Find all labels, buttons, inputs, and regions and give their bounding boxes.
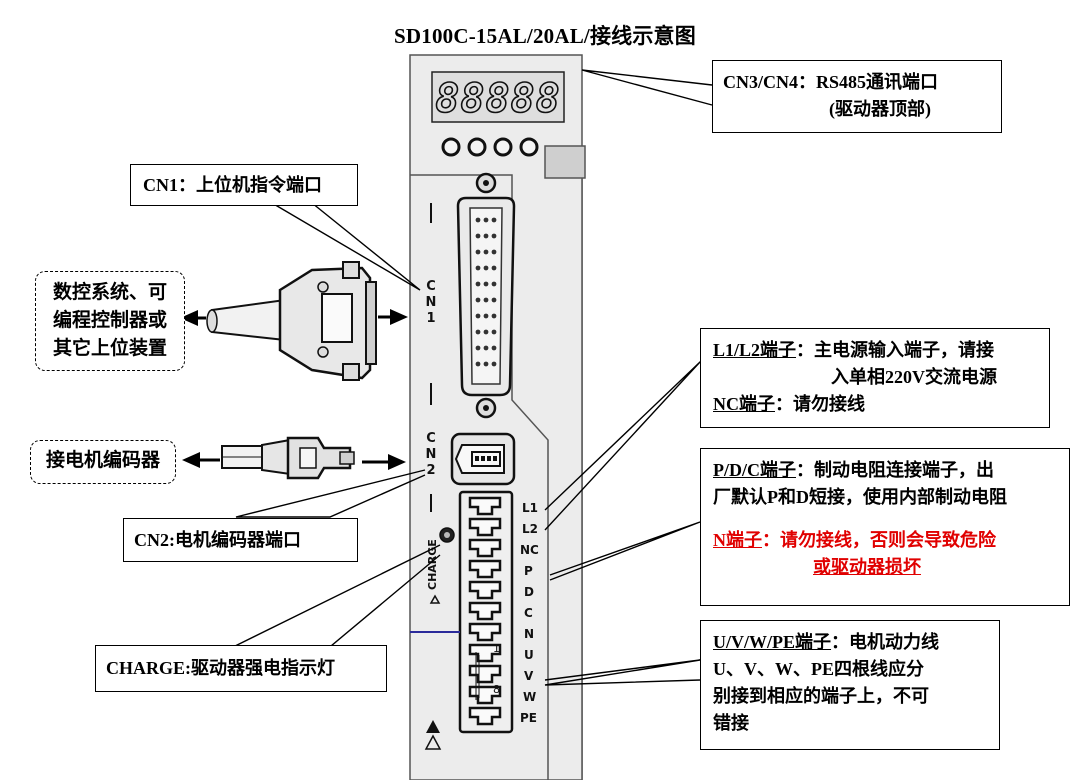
svg-text:U: U	[524, 648, 534, 662]
cn1-callout: CN1：上位机指令端口	[130, 164, 358, 206]
svg-text:C: C	[426, 279, 436, 294]
charge-callout: CHARGE:驱动器强电指示灯	[95, 645, 387, 692]
cn2-connector	[450, 432, 516, 486]
svg-text:N: N	[426, 447, 437, 462]
controller-device-box: 数控系统、可 编程控制器或 其它上位装置	[35, 271, 185, 371]
encoder-device-box: 接电机编码器	[30, 440, 176, 484]
svg-text:C: C	[524, 606, 533, 620]
power-terminal-block: 1 8	[458, 490, 514, 734]
leader-lines	[224, 69, 713, 686]
p-d-c-n-callout: P/D/C端子：制动电阻连接端子，出 厂默认P和D短接，使用内部制动电阻 N端子…	[700, 448, 1070, 606]
panel-button-3[interactable]	[493, 137, 513, 157]
panel-button-4[interactable]	[519, 137, 539, 157]
cn2-callout: CN2:电机编码器端口	[123, 518, 358, 562]
svg-text:2: 2	[426, 463, 435, 478]
svg-text:C: C	[426, 431, 436, 446]
arrow-right-icon	[388, 454, 406, 470]
led-display	[431, 71, 565, 123]
terminal-labels: L1 L2 NC P D C N U V W PE	[520, 501, 539, 725]
svg-text:N: N	[524, 627, 534, 641]
panel-button-2[interactable]	[467, 137, 487, 157]
svg-text:V: V	[524, 669, 534, 683]
panel-button-1[interactable]	[441, 137, 461, 157]
arrow-left-icon	[182, 452, 200, 468]
l1-l2-nc-callout: L1/L2端子：主电源输入端子，请接 入单相220V交流电源 NC端子：请勿接线	[700, 328, 1050, 428]
led-digits: 88888	[435, 76, 560, 122]
pin-number-8: 8	[493, 683, 500, 696]
svg-text:PE: PE	[520, 711, 537, 725]
cn1-connector	[456, 172, 516, 419]
cn2-panel-label: C N 2	[426, 431, 437, 478]
cn1-cable-plug	[206, 261, 377, 381]
u-v-w-pe-callout: U/V/W/PE端子：电机动力线 U、V、W、PE四根线应分 别接到相应的端子上…	[700, 620, 1000, 750]
arrows	[180, 309, 408, 470]
diagram-title: SD100C-15AL/20AL/接线示意图	[394, 24, 696, 48]
svg-text:P: P	[524, 564, 533, 578]
servo-drive: 88888 C N 1 C N 2	[409, 54, 586, 780]
svg-text:L1: L1	[522, 501, 538, 515]
svg-text:W: W	[523, 690, 536, 704]
cn2-cable-plug	[221, 436, 355, 480]
cn1-panel-label: C N 1	[426, 279, 437, 326]
charge-panel-label: CHARGE	[426, 539, 439, 590]
arrow-right-icon	[390, 309, 408, 325]
svg-text:1: 1	[426, 311, 435, 326]
top-tab	[544, 145, 586, 179]
svg-text:L2: L2	[522, 522, 538, 536]
svg-text:N: N	[426, 295, 437, 310]
arrow-left-icon	[180, 310, 198, 326]
cn3-cn4-callout: CN3/CN4：RS485通讯端口 (驱动器顶部)	[712, 60, 1002, 133]
pin-number-1: 1	[493, 642, 500, 655]
svg-text:NC: NC	[520, 543, 539, 557]
svg-text:D: D	[524, 585, 534, 599]
